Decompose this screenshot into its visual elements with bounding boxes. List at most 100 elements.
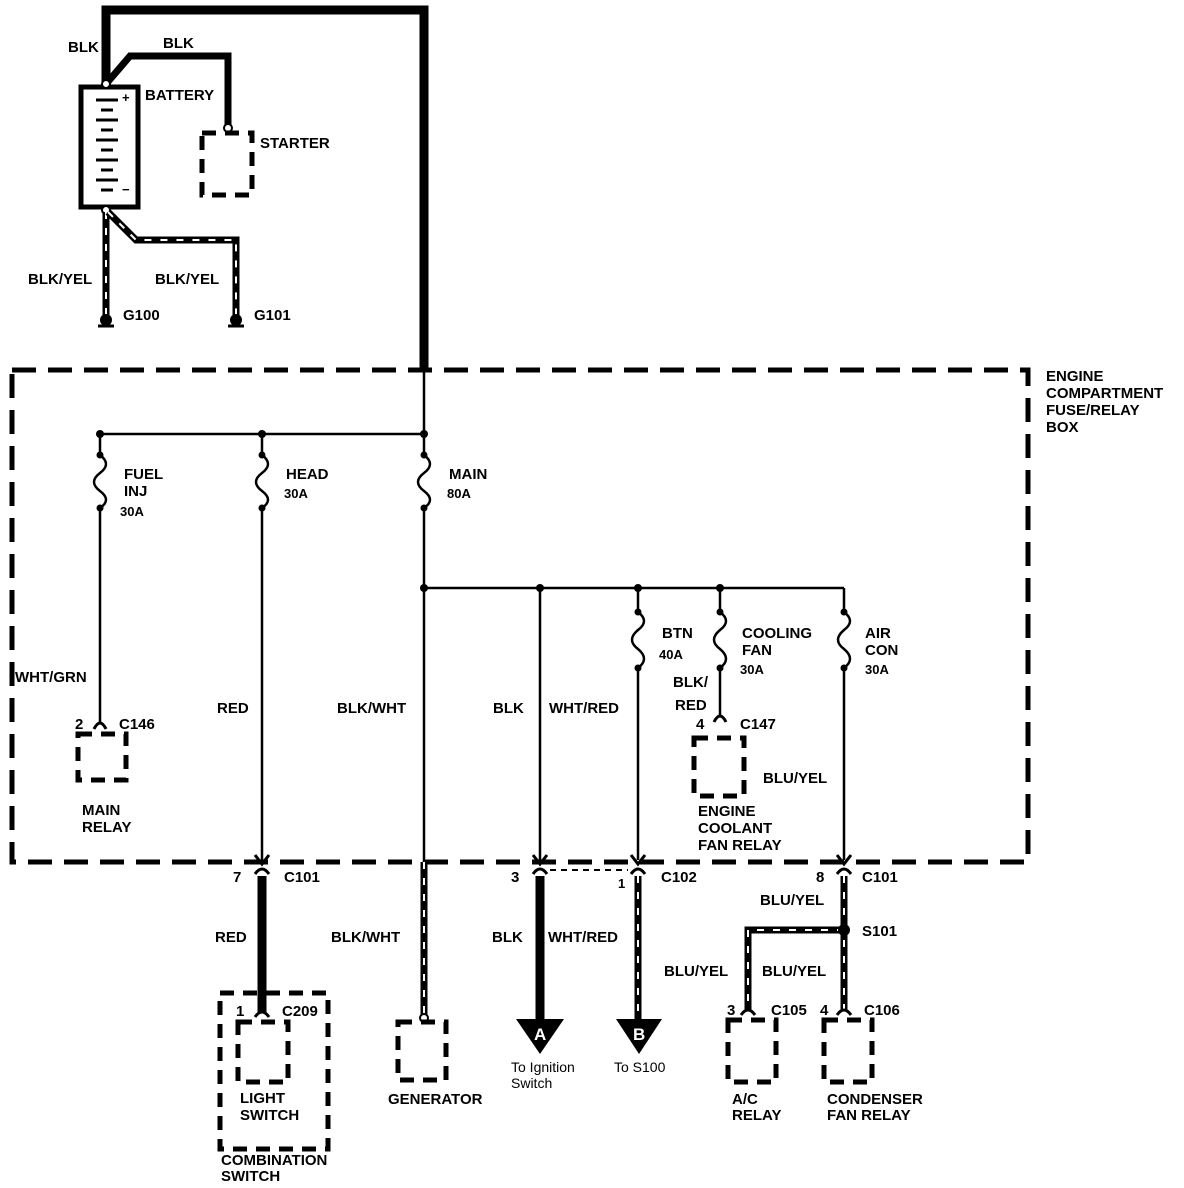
- generator-symbol: [395, 1019, 449, 1083]
- ground-g101-symbol: [228, 314, 244, 328]
- label-pin-1a: 1: [618, 876, 625, 891]
- label-c106: C106: [864, 1002, 900, 1019]
- label-blkred-2: RED: [675, 697, 707, 714]
- ac-relay-symbol: [725, 1017, 779, 1085]
- label-btn-amp: 40A: [659, 647, 683, 662]
- label-fuel: FUEL: [124, 466, 163, 483]
- label-blkwht-2: BLK/WHT: [331, 929, 400, 946]
- bottom-wires: RED BLK/WHT BLK WHT/RED BLU/YEL S101 BLU…: [215, 862, 897, 1024]
- wire-blkyel-g101: [105, 209, 240, 318]
- label-red-2: RED: [215, 929, 247, 946]
- label-fan: FAN: [742, 642, 772, 659]
- fuse-main-icon: [416, 454, 432, 510]
- condenser-fan-relay-symbol: [821, 1017, 875, 1085]
- label-g100: G100: [123, 307, 160, 324]
- label-arrow-a: A: [534, 1025, 546, 1044]
- label-box-line4: BOX: [1046, 419, 1079, 436]
- label-box-line1: ENGINE: [1046, 368, 1104, 385]
- label-ecfr-1: ENGINE: [698, 803, 756, 820]
- label-condenser-1: CONDENSER: [827, 1091, 923, 1108]
- label-ac-relay-1: A/C: [732, 1091, 758, 1108]
- label-c101-b: C101: [862, 869, 898, 886]
- label-main: MAIN: [449, 466, 487, 483]
- label-bluyel-1: BLU/YEL: [763, 770, 827, 787]
- label-pin-2: 2: [75, 716, 83, 733]
- label-air-amp: 30A: [865, 662, 889, 677]
- label-bluyel-2: BLU/YEL: [760, 892, 824, 909]
- label-head-amp: 30A: [284, 486, 308, 501]
- label-head: HEAD: [286, 466, 329, 483]
- label-inj: INJ: [124, 483, 147, 500]
- label-btn: BTN: [662, 625, 693, 642]
- label-blkyel-2: BLK/YEL: [155, 271, 219, 288]
- label-pin-7: 7: [233, 869, 241, 886]
- label-red-1: RED: [217, 700, 249, 717]
- label-whtred-2: WHT/RED: [548, 929, 618, 946]
- label-main-relay-2: RELAY: [82, 819, 131, 836]
- label-blkred-1: BLK/: [673, 674, 709, 691]
- label-main-amp: 80A: [447, 486, 471, 501]
- fuse-box-outline: [9, 367, 1031, 865]
- label-box-line3: FUSE/RELAY: [1046, 402, 1140, 419]
- light-switch-symbol: [235, 1019, 291, 1085]
- label-combination-2: SWITCH: [221, 1168, 280, 1185]
- label-blk-4: BLK: [492, 929, 523, 946]
- wire-blk-main: [101, 5, 429, 372]
- label-bluyel-3: BLU/YEL: [664, 963, 728, 980]
- label-c105: C105: [771, 1002, 807, 1019]
- label-c146: C146: [119, 716, 155, 733]
- label-blk-3: BLK: [493, 700, 524, 717]
- fuse-icons: [92, 454, 852, 669]
- label-ecfr-2: COOLANT: [698, 820, 772, 837]
- wire-blk-starter: [103, 52, 232, 126]
- splice-s101: [838, 924, 850, 936]
- label-condenser-2: FAN RELAY: [827, 1107, 911, 1124]
- label-air: AIR: [865, 625, 891, 642]
- fuse-btn-icon: [630, 611, 646, 669]
- engine-coolant-fan-relay-symbol: [691, 735, 747, 799]
- label-ac-relay-2: RELAY: [732, 1107, 781, 1124]
- label-ecfr-3: FAN RELAY: [698, 837, 782, 854]
- battery-section: + − BLK BLK BATTERY STARTER BLK/YEL BLK/…: [28, 5, 429, 372]
- label-s101: S101: [862, 923, 897, 940]
- label-pin-4a: 4: [696, 716, 705, 733]
- label-g101: G101: [254, 307, 291, 324]
- label-battery: BATTERY: [145, 87, 214, 104]
- label-whtgrn: WHT/GRN: [15, 669, 87, 686]
- starter-symbol: [199, 130, 255, 198]
- label-to-ignition-1: To Ignition: [511, 1059, 575, 1075]
- combination-switch-symbol: [217, 990, 331, 1152]
- label-whtred-1: WHT/RED: [549, 700, 619, 717]
- label-pin-3b: 3: [727, 1002, 735, 1019]
- label-blk-2: BLK: [163, 35, 194, 52]
- connector-a-arrow-icon: [516, 1019, 564, 1054]
- label-light-switch-2: SWITCH: [240, 1107, 299, 1124]
- label-blkyel-1: BLK/YEL: [28, 271, 92, 288]
- ground-g100-symbol: [98, 314, 114, 328]
- label-generator: GENERATOR: [388, 1091, 483, 1108]
- label-to-ignition-2: Switch: [511, 1075, 552, 1091]
- label-blkwht-1: BLK/WHT: [337, 700, 406, 717]
- label-c101-a: C101: [284, 869, 320, 886]
- bottom-connectors: 7 C101 3 1 C102 8 C101: [233, 854, 898, 891]
- bottom-components: 1 C209 LIGHT SWITCH COMBINATION SWITCH G…: [217, 990, 923, 1185]
- connector-b-arrow-icon: [616, 1019, 662, 1054]
- label-cool-amp: 30A: [740, 662, 764, 677]
- label-to-s100: To S100: [614, 1059, 666, 1075]
- fuse-fuel-inj-icon: [92, 454, 108, 510]
- label-bluyel-4: BLU/YEL: [762, 963, 826, 980]
- battery-plus: +: [122, 90, 130, 105]
- label-light-switch-1: LIGHT: [240, 1090, 285, 1107]
- label-fuel-amp: 30A: [120, 504, 144, 519]
- fuse-relay-box: ENGINE COMPARTMENT FUSE/RELAY BOX: [9, 367, 1163, 865]
- label-cooling: COOLING: [742, 625, 812, 642]
- label-arrow-b: B: [633, 1025, 645, 1044]
- fuse-cooling-fan-icon: [712, 611, 728, 669]
- label-pin-8: 8: [816, 869, 824, 886]
- label-con: CON: [865, 642, 898, 659]
- label-pin-1b: 1: [236, 1003, 244, 1020]
- label-pin-3a: 3: [511, 869, 519, 886]
- fuse-air-con-icon: [836, 611, 852, 669]
- battery-minus: −: [122, 182, 130, 197]
- label-combination-1: COMBINATION: [221, 1152, 327, 1169]
